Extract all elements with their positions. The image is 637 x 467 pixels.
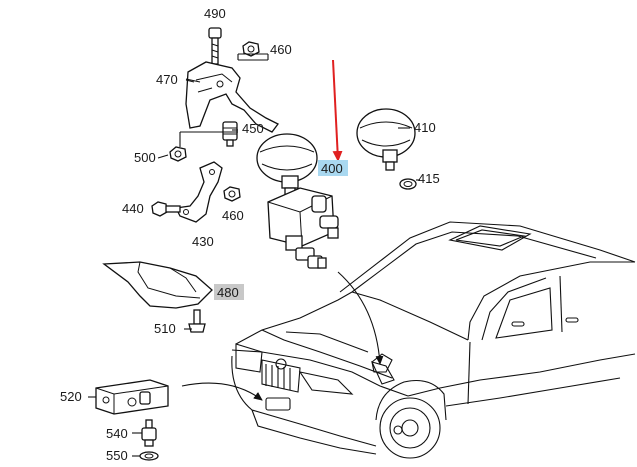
- accumulator-sphere-410: [356, 108, 416, 171]
- label-480: 480: [217, 285, 239, 300]
- label-460-top: 460: [270, 42, 292, 57]
- label-460-lower: 460: [222, 208, 244, 223]
- arrow-sensor-to-car: [181, 382, 263, 401]
- label-550: 550: [106, 448, 128, 462]
- label-430: 430: [192, 234, 214, 249]
- label-415: 415: [418, 171, 440, 186]
- label-410: 410: [414, 120, 436, 135]
- nut-500: [169, 146, 187, 162]
- screw-510: [188, 309, 206, 333]
- label-510: 510: [154, 321, 176, 336]
- arrow-valve-to-car: [337, 271, 384, 365]
- seal-ring-415: [399, 178, 417, 190]
- bolt-540: [141, 419, 157, 447]
- sensor-520: [95, 379, 169, 415]
- valve-block-400: [267, 187, 339, 269]
- red-pointer-arrow: [332, 59, 343, 162]
- car-illustration: [231, 221, 636, 459]
- nut-460-top: [242, 41, 260, 57]
- mount-450: [222, 121, 238, 147]
- label-490: 490: [204, 6, 226, 21]
- accumulator-sphere-left: [256, 133, 318, 197]
- highlight-480: [214, 284, 244, 300]
- label-520: 520: [60, 389, 82, 404]
- shield-480: [102, 261, 213, 309]
- label-440: 440: [122, 201, 144, 216]
- label-540: 540: [106, 426, 128, 441]
- bracket-470: [185, 61, 279, 133]
- bracket-430: [175, 161, 223, 223]
- highlight-400: [318, 160, 348, 176]
- bolt-440: [151, 201, 181, 217]
- label-470: 470: [156, 72, 178, 87]
- label-500: 500: [134, 150, 156, 165]
- label-400: 400: [321, 161, 343, 176]
- bolt-490: [208, 27, 222, 65]
- label-450: 450: [242, 121, 264, 136]
- nut-460-lower: [223, 186, 241, 202]
- nut-550: [139, 451, 159, 461]
